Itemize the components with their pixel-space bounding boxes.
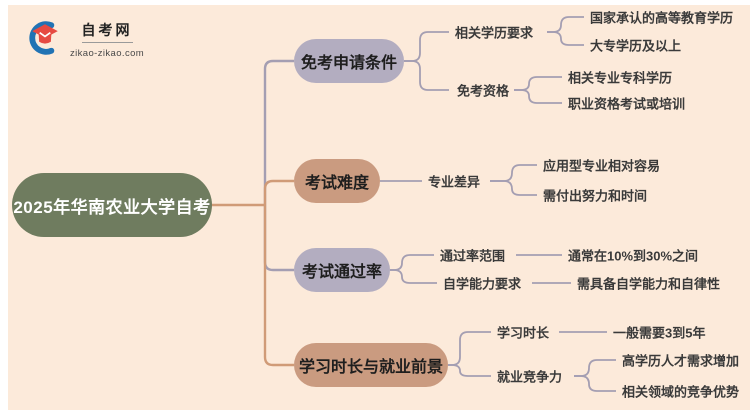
- subtopic-major-difference[interactable]: 专业差异: [428, 174, 481, 190]
- page-margin-left: [0, 0, 8, 410]
- leaf-pass-rate-10-30-percent[interactable]: 通常在10%到30%之间: [568, 248, 699, 264]
- subtopic-pass-rate-range[interactable]: 通过率范围: [440, 248, 506, 264]
- branch-node-exemption-conditions[interactable]: 免考申请条件: [294, 39, 404, 83]
- leaf-vocational-certificate-training[interactable]: 职业资格考试或培训: [568, 96, 686, 112]
- subtopic-exemption-qualification[interactable]: 免考资格: [457, 83, 510, 99]
- leaf-demand-for-high-education[interactable]: 高学历人才需求增加: [622, 353, 740, 369]
- leaf-effort-and-time-needed[interactable]: 需付出努力和时间: [543, 188, 648, 204]
- root-topic[interactable]: 2025年华南农业大学自考: [12, 173, 212, 237]
- leaf-self-discipline-required[interactable]: 需具备自学能力和自律性: [577, 276, 721, 292]
- subtopic-employment-competitiveness[interactable]: 就业竞争力: [497, 369, 563, 385]
- leaf-three-to-five-years[interactable]: 一般需要3到5年: [613, 325, 706, 341]
- subtopic-self-study-ability[interactable]: 自学能力要求: [443, 276, 522, 292]
- leaf-state-recognized-education[interactable]: 国家承认的高等教育学历: [590, 10, 734, 26]
- branch-node-exam-difficulty[interactable]: 考试难度: [294, 159, 380, 203]
- leaf-competitive-advantage[interactable]: 相关领域的竞争优势: [622, 384, 740, 400]
- subtopic-study-duration[interactable]: 学习时长: [497, 325, 550, 341]
- subtopic-education-requirement[interactable]: 相关学历要求: [455, 25, 534, 41]
- page-margin-top: [0, 0, 750, 5]
- edges-level1: [210, 59, 294, 367]
- branch-node-duration-employment[interactable]: 学习时长与就业前景: [294, 343, 448, 387]
- graduation-cap-icon: [28, 21, 62, 60]
- branch-node-pass-rate[interactable]: 考试通过率: [294, 248, 390, 292]
- leaf-college-degree-or-above[interactable]: 大专学历及以上: [590, 38, 682, 54]
- site-url: zikao-zikao.com: [70, 48, 145, 59]
- site-logo-text: 自考网 zikao-zikao.com: [70, 20, 144, 61]
- leaf-applied-majors-easier[interactable]: 应用型专业相对容易: [543, 158, 661, 174]
- site-logo[interactable]: 自考网 zikao-zikao.com: [28, 20, 144, 61]
- leaf-related-major-diploma[interactable]: 相关专业专科学历: [568, 70, 673, 86]
- site-name: 自考网: [81, 20, 133, 43]
